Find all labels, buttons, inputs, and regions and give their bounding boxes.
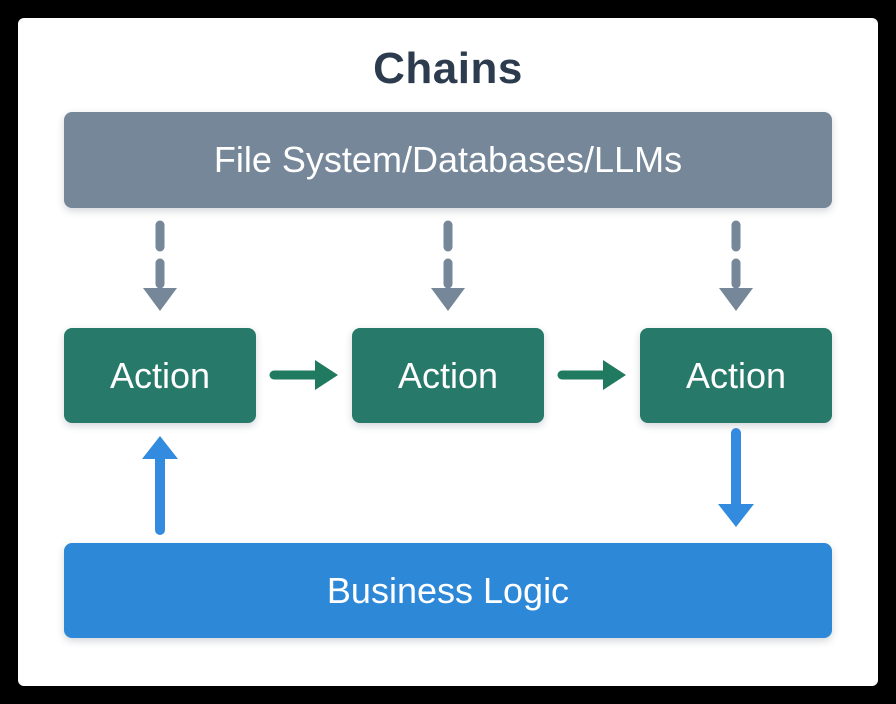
resources-box-label: File System/Databases/LLMs bbox=[213, 139, 683, 180]
action-box-label: Action bbox=[397, 354, 499, 396]
resources-box: File System/Databases/LLMs bbox=[64, 112, 832, 208]
action-box-3: Action bbox=[640, 328, 832, 423]
action-box-2: Action bbox=[352, 328, 544, 423]
up-arrow-icon bbox=[142, 436, 178, 535]
right-arrow-icon bbox=[269, 360, 338, 390]
dashed-down-arrow-icon bbox=[431, 220, 465, 311]
dashed-down-arrow-icon bbox=[143, 220, 177, 311]
dashed-down-arrow-icon bbox=[719, 220, 753, 311]
diagram-card: Chains File System/Databases/LLMs Action… bbox=[18, 18, 878, 686]
right-arrow-icon bbox=[557, 360, 626, 390]
business-logic-label: Business Logic bbox=[326, 569, 570, 611]
action-box-label: Action bbox=[109, 354, 211, 396]
business-logic-box: Business Logic bbox=[64, 543, 832, 638]
action-box-label: Action bbox=[685, 354, 787, 396]
action-box-1: Action bbox=[64, 328, 256, 423]
diagram-title: Chains bbox=[373, 44, 523, 93]
down-arrow-icon bbox=[718, 428, 754, 527]
